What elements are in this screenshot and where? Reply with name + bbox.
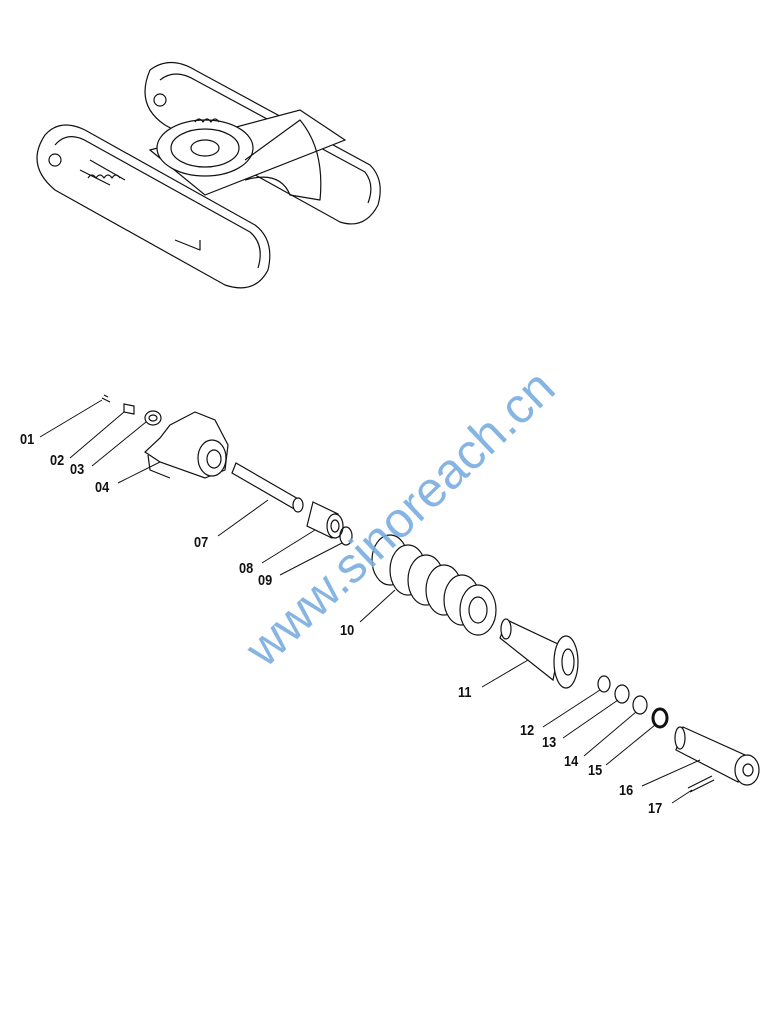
part-09-ring	[339, 526, 353, 546]
part-15-oring	[651, 707, 669, 729]
part-04-bracket	[144, 411, 229, 479]
label-08: 08	[239, 560, 254, 577]
part-17-grease-fitting	[687, 775, 715, 793]
leader-lines	[39, 399, 701, 804]
label-15: 15	[588, 762, 603, 779]
part-14-ring	[632, 695, 648, 715]
part-11-cylinder	[499, 618, 579, 689]
label-16: 16	[619, 782, 634, 799]
label-13: 13	[542, 734, 557, 751]
part-03-nut	[144, 410, 162, 426]
part-13-ring	[614, 684, 630, 704]
label-02: 02	[50, 452, 65, 469]
part-12-ring	[597, 675, 611, 693]
part-10-spring	[371, 534, 497, 636]
part-07-shaft	[231, 462, 304, 513]
label-11: 11	[458, 684, 472, 701]
label-01: 01	[20, 431, 35, 448]
label-17: 17	[648, 800, 663, 817]
undercarriage-overview	[36, 61, 381, 289]
part-16-piston	[674, 726, 760, 786]
label-03: 03	[70, 461, 85, 478]
label-14: 14	[564, 753, 579, 770]
label-10: 10	[340, 622, 355, 639]
part-01-bolt	[101, 394, 111, 403]
label-07: 07	[194, 534, 209, 551]
label-12: 12	[520, 722, 535, 739]
label-04: 04	[95, 479, 110, 496]
part-08-bushing	[306, 501, 344, 539]
label-09: 09	[258, 572, 273, 589]
part-02-plate	[123, 403, 135, 415]
